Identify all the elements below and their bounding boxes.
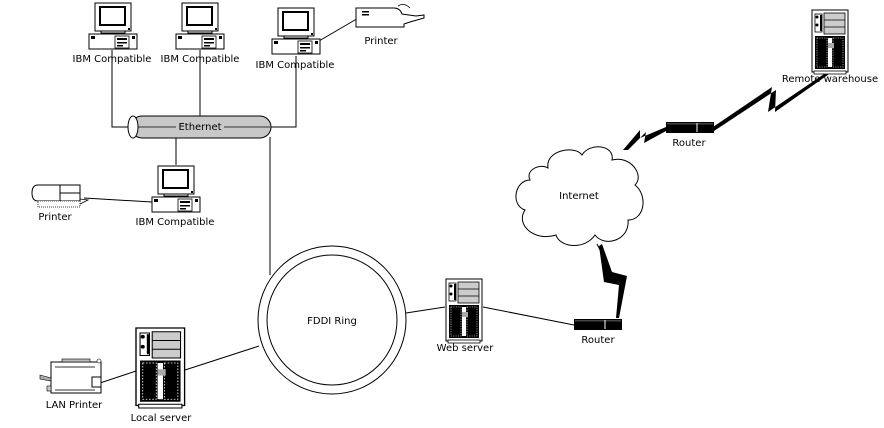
node-pc3: IBM Compatible [256, 7, 335, 71]
wire-pc1-ethernet [111, 50, 133, 128]
desktop-computer-icon [175, 2, 225, 50]
printer-icon [355, 4, 425, 28]
node-pc1: IBM Compatible [73, 2, 152, 65]
node-pc4: IBM Compatible [136, 165, 215, 228]
desktop-computer-icon [271, 7, 321, 55]
node-lan-printer: LAN Printer [39, 358, 103, 411]
tower-server-icon [445, 278, 483, 344]
wires [83, 16, 601, 384]
printer-icon [31, 184, 90, 208]
desktop-computer-icon [88, 2, 138, 50]
tower-server-icon [135, 327, 186, 409]
lan-printer-icon [39, 358, 102, 394]
fddi-ring: FDDI Ring [257, 245, 407, 395]
node-router-bottom: Router [573, 318, 623, 346]
internet-label: Internet [559, 191, 599, 202]
pc3-label: IBM Compatible [256, 60, 335, 71]
tower-server-icon [811, 9, 849, 75]
wan-link-router-internet [599, 244, 627, 318]
wire-fddi-localserver [184, 345, 260, 371]
wan-link-router-remote [713, 70, 832, 131]
ethernet-bus: Ethernet [127, 115, 272, 139]
wan-links [599, 70, 832, 318]
node-printer-left: Printer [31, 184, 90, 223]
remote-warehouse-label: Remote warehouse [782, 74, 878, 85]
router-icon [573, 318, 623, 331]
internet-cloud: Internet [515, 146, 644, 246]
lan-printer-label: LAN Printer [46, 400, 103, 411]
web-server-label: Web server [437, 343, 495, 354]
node-local-server: Local server [131, 327, 193, 424]
node-router-top: Router [665, 121, 715, 149]
desktop-computer-icon [151, 165, 201, 213]
pc2-label: IBM Compatible [161, 54, 240, 65]
fddi-label: FDDI Ring [307, 316, 357, 327]
wire-pc3-printer [318, 16, 361, 42]
node-remote-warehouse: Remote warehouse [782, 9, 878, 85]
wire-localserver-lanprinter [99, 370, 137, 384]
node-printer-top: Printer [355, 4, 425, 47]
node-web-server: Web server [437, 278, 495, 354]
wire-fddi-webserver [405, 306, 446, 314]
wire-pc3-ethernet [270, 56, 297, 128]
wire-webserver-router [482, 306, 575, 326]
node-pc2: IBM Compatible [161, 2, 240, 65]
router-top-label: Router [672, 138, 706, 149]
router-bottom-label: Router [581, 335, 615, 346]
wire-pc4-printer [83, 197, 153, 203]
router-icon [665, 121, 715, 134]
local-server-label: Local server [131, 413, 193, 424]
ethernet-label: Ethernet [178, 122, 221, 133]
pc4-label: IBM Compatible [136, 217, 215, 228]
pc1-label: IBM Compatible [73, 54, 152, 65]
printer-top-label: Printer [364, 36, 398, 47]
printer-left-label: Printer [38, 212, 72, 223]
wan-link-internet-router [623, 127, 666, 150]
